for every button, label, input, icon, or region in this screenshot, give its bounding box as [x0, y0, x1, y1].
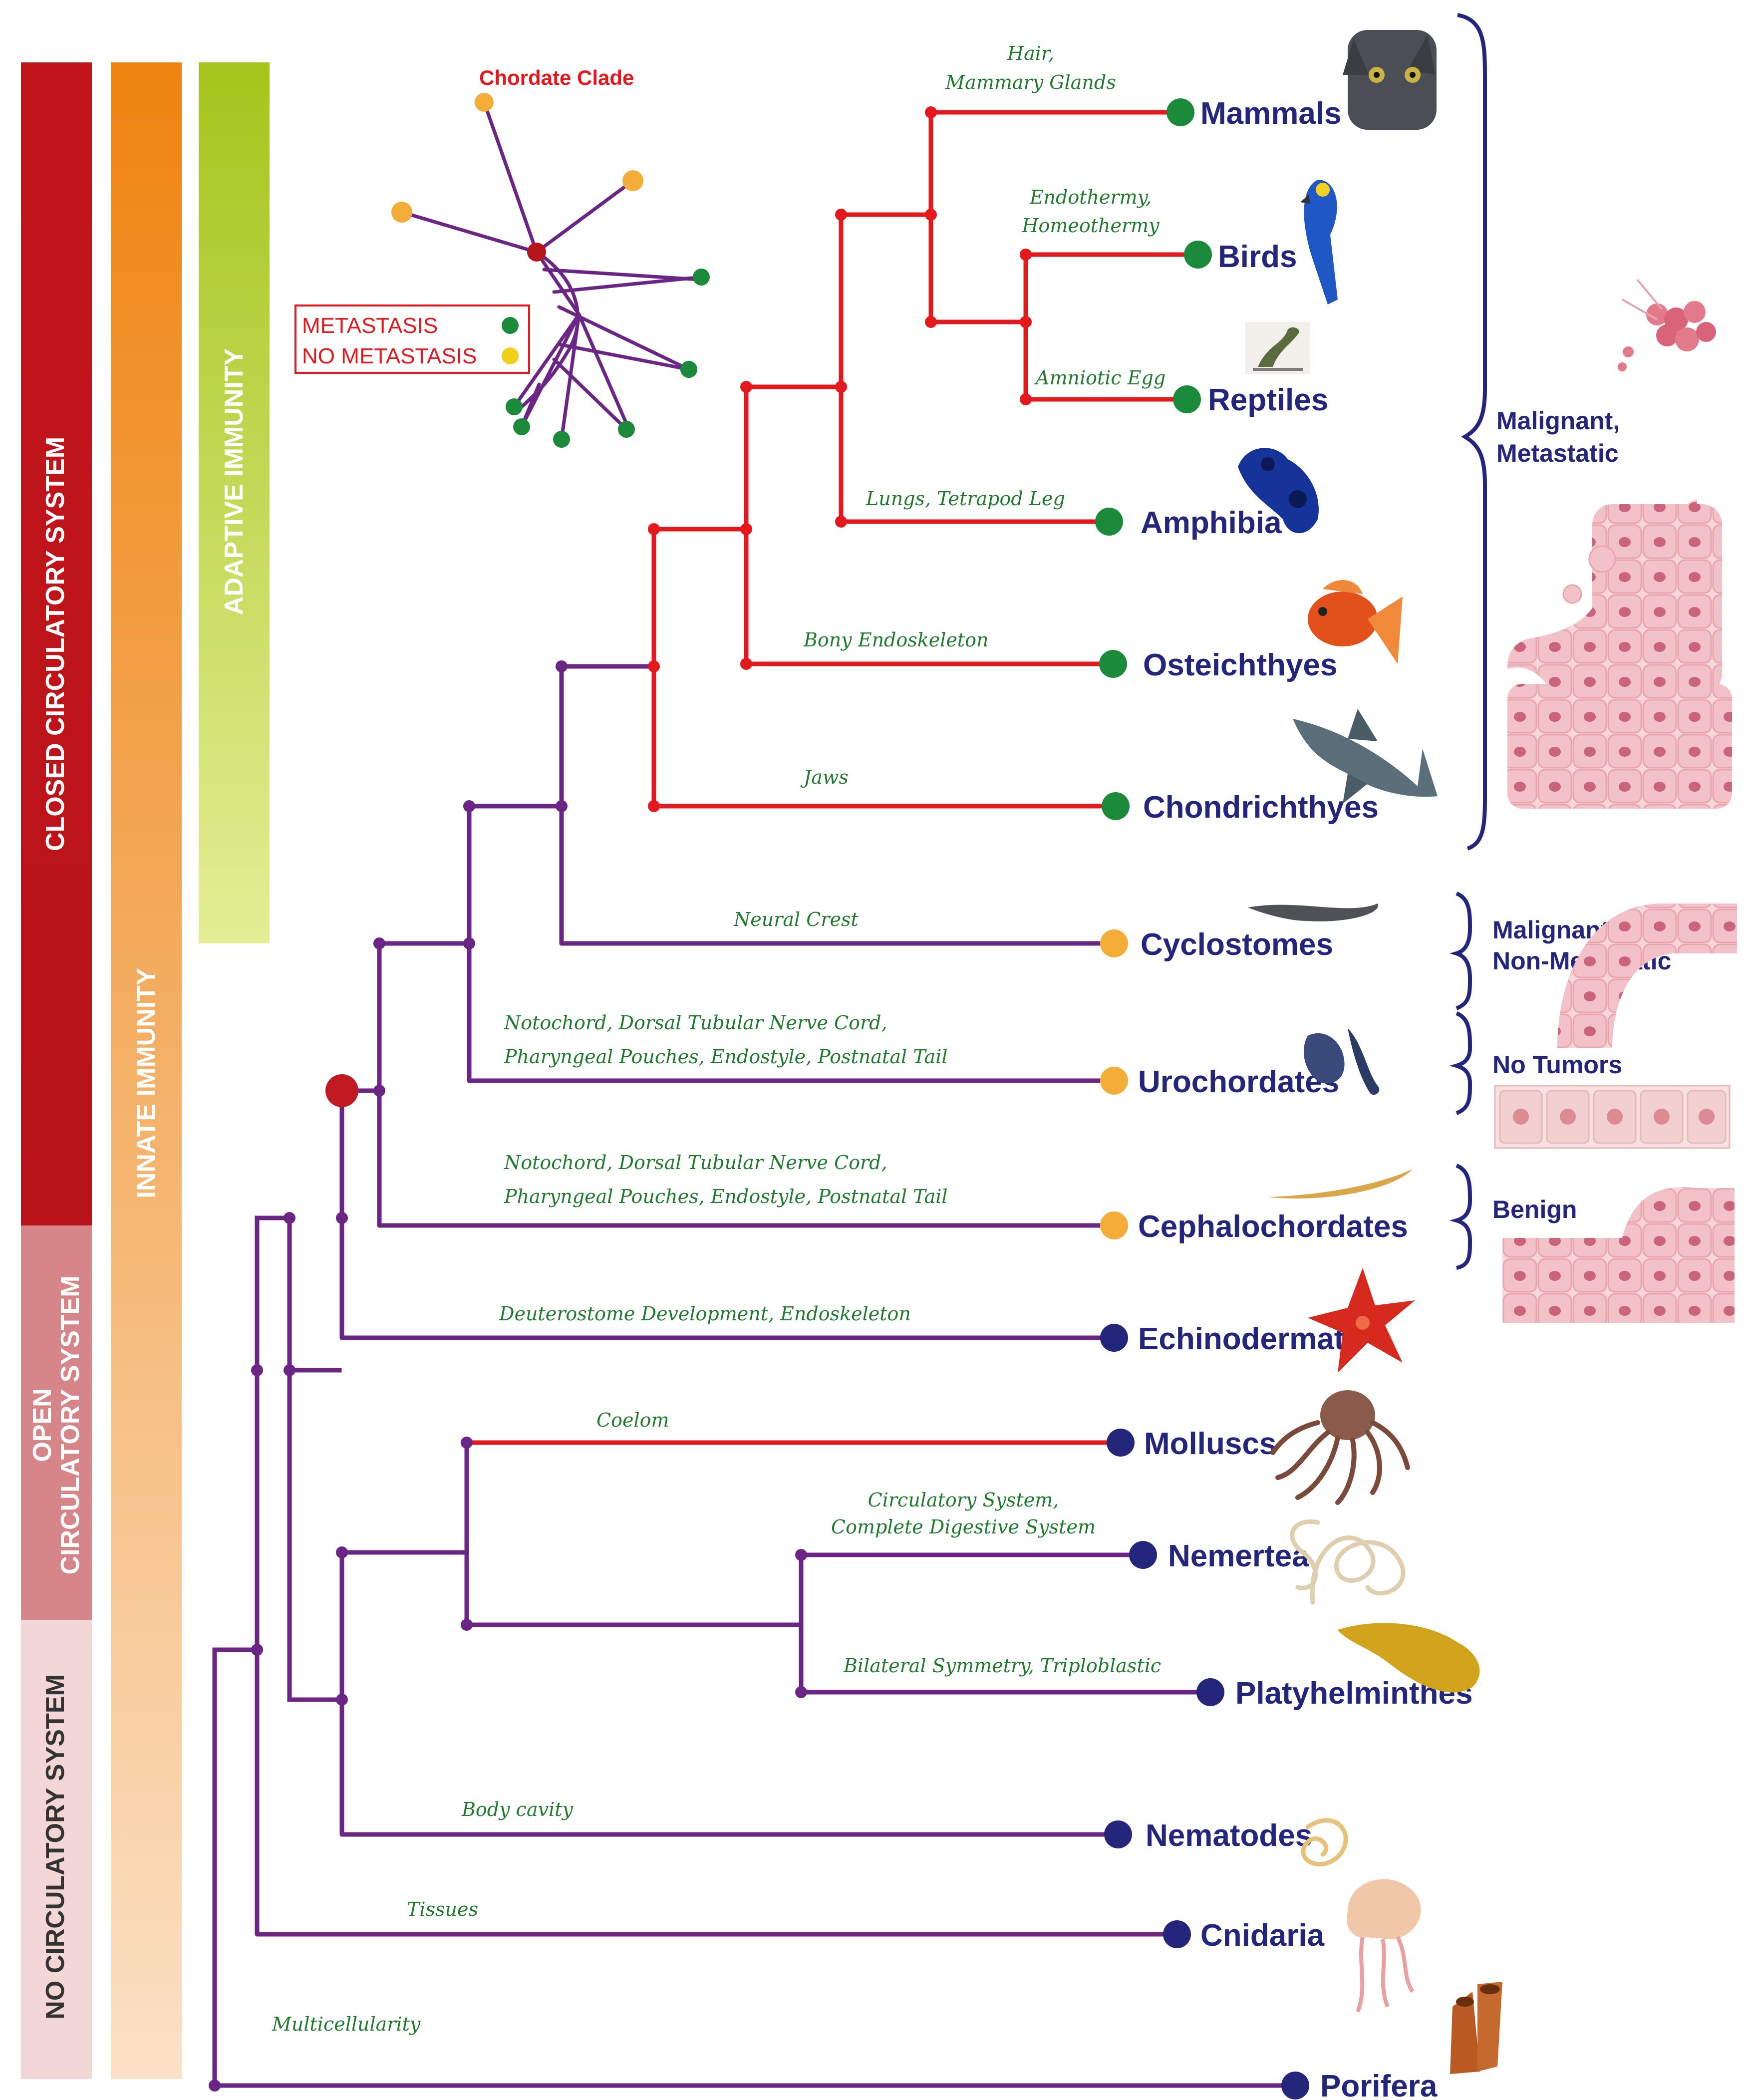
jellyfish-icon	[1347, 1879, 1421, 2013]
trait-hair: Hair,	[1007, 42, 1054, 64]
taxon-molluscs: Molluscs	[1144, 1427, 1276, 1461]
open-circulatory-label-1: OPEN	[28, 1388, 57, 1462]
trait-coelom: Coelom	[596, 1409, 669, 1431]
taxon-mammals: Mammals	[1200, 96, 1342, 131]
trait-mammary: Mammary Glands	[945, 71, 1116, 93]
taxon-cnidaria: Cnidaria	[1200, 1918, 1325, 1953]
trait-uro-1: Notochord, Dorsal Tubular Nerve Cord,	[504, 1012, 887, 1034]
tree-branches	[212, 110, 1298, 2088]
trait-uro-2: Pharyngeal Pouches, Endostyle, Postnatal…	[504, 1046, 948, 1068]
innate-immunity-label: INNATE IMMUNITY	[132, 968, 161, 1198]
trait-amniotic: Amniotic Egg	[1034, 367, 1165, 389]
octopus-icon	[1270, 1390, 1410, 1505]
metastatic-tissue	[1507, 499, 1732, 809]
no-circulatory-label: NO CIRCULATORY SYSTEM	[41, 1674, 70, 2019]
trait-homeothermy: Homeothermy	[1021, 215, 1160, 237]
label-no-tumors: No Tumors	[1492, 1051, 1622, 1079]
taxon-echinodermata: Echinodermata	[1138, 1322, 1362, 1356]
innate-immunity-bar	[111, 62, 182, 2079]
tunicate-icon	[1303, 1028, 1380, 1095]
closed-circulatory-bar	[21, 62, 92, 1225]
label-malignant-metastatic-1: Malignant,	[1496, 407, 1620, 435]
non-metastatic-brace	[1449, 892, 1472, 1010]
trait-circulatory: Circulatory System,	[868, 1489, 1059, 1511]
taxon-nemertea: Nemertea	[1168, 1539, 1309, 1573]
taxon-nematodes: Nematodes	[1146, 1818, 1312, 1853]
circulatory-bars: CLOSED CIRCULATORY SYSTEM OPEN CIRCULATO…	[21, 62, 92, 2079]
trait-body-cavity: Body cavity	[461, 1799, 574, 1820]
benign-brace	[1449, 1164, 1472, 1270]
trait-labels: Hair, Mammary Glands Endothermy, Homeoth…	[272, 42, 1165, 2035]
taxon-birds: Birds	[1218, 240, 1297, 274]
taxon-cyclostomes: Cyclostomes	[1141, 927, 1333, 962]
sponge-icon	[1450, 1982, 1502, 2074]
nemertean-icon	[1290, 1519, 1406, 1605]
trait-digestive: Complete Digestive System	[831, 1516, 1096, 1538]
shark-icon	[1293, 709, 1438, 804]
label-malignant-metastatic-2: Metastatic	[1496, 439, 1619, 467]
metastatic-cell-cluster	[1618, 279, 1716, 371]
lamprey-icon	[1248, 903, 1378, 921]
trait-deut: Deuterostome Development, Endoskeleton	[499, 1303, 911, 1325]
trait-ceph-1: Notochord, Dorsal Tubular Nerve Cord,	[504, 1152, 887, 1174]
benign-tissue	[1502, 1187, 1735, 1323]
goldfish-icon	[1308, 580, 1403, 664]
open-circulatory-label-2: CIRCULATORY SYSTEM	[56, 1275, 85, 1574]
non-metastatic-tissue	[1557, 903, 1737, 1048]
taxon-cephalochordates: Cephalochordates	[1138, 1209, 1408, 1244]
flatworm-icon	[1338, 1623, 1480, 1693]
internal-nodes	[209, 106, 1032, 2092]
no-tumors-brace	[1449, 1011, 1472, 1115]
frog-icon	[1238, 448, 1319, 534]
legend-no-metastasis-label: NO METASTASIS	[302, 344, 477, 368]
taxon-reptiles: Reptiles	[1208, 383, 1328, 417]
chordate-clade-title: Chordate Clade	[479, 66, 634, 89]
legend-no-metastasis-dot	[502, 347, 519, 364]
normal-tissue	[1494, 1085, 1731, 1149]
trait-endothermy: Endothermy,	[1029, 186, 1152, 208]
nematode-icon	[1301, 1818, 1348, 1867]
trait-neural: Neural Crest	[733, 908, 859, 930]
adaptive-immunity-bar	[199, 62, 270, 943]
trait-bilateral: Bilateral Symmetry, Triploblastic	[843, 1655, 1161, 1677]
trait-lungs: Lungs, Tetrapod Leg	[866, 488, 1065, 510]
legend-metastasis-label: METASTASIS	[302, 313, 438, 338]
taxon-osteichthyes: Osteichthyes	[1143, 648, 1337, 682]
trait-bony: Bony Endoskeleton	[803, 629, 989, 651]
trait-multicellularity: Multicellularity	[272, 2013, 421, 2035]
parrot-icon	[1300, 180, 1338, 304]
lizard-icon	[1245, 322, 1310, 374]
legend-box	[294, 304, 530, 374]
chordate-clade-inset: Chordate Clade METAS	[294, 66, 710, 448]
taxon-amphibia: Amphibia	[1141, 506, 1282, 540]
closed-circulatory-label: CLOSED CIRCULATORY SYSTEM	[41, 437, 70, 851]
adaptive-immunity-label: ADAPTIVE IMMUNITY	[220, 348, 249, 615]
taxon-urochordates: Urochordates	[1138, 1065, 1339, 1099]
no-circulatory-bar	[21, 1620, 92, 2079]
trait-ceph-2: Pharyngeal Pouches, Endostyle, Postnatal…	[504, 1186, 948, 1207]
taxon-porifera: Porifera	[1320, 2069, 1438, 2100]
immunity-bars: INNATE IMMUNITY ADAPTIVE IMMUNITY	[111, 62, 270, 2079]
lancelet-icon	[1268, 1169, 1413, 1199]
legend-metastasis-dot	[502, 317, 519, 334]
metastatic-brace	[1457, 13, 1487, 851]
label-benign: Benign	[1492, 1196, 1577, 1223]
starfish-icon	[1308, 1268, 1415, 1373]
open-circulatory-bar	[21, 1225, 92, 1620]
tumor-classification: Malignant, Metastatic Malignant, Non-Met…	[1449, 13, 1737, 1323]
organism-pictures	[1238, 30, 1502, 2074]
chordate-root-node	[325, 1074, 358, 1107]
trait-jaws: Jaws	[800, 766, 849, 788]
taxon-chondrichthyes: Chondrichthyes	[1143, 790, 1379, 825]
tip-dots	[1095, 98, 1309, 2100]
trait-tissues: Tissues	[407, 1898, 478, 1920]
cat-icon	[1343, 30, 1437, 130]
